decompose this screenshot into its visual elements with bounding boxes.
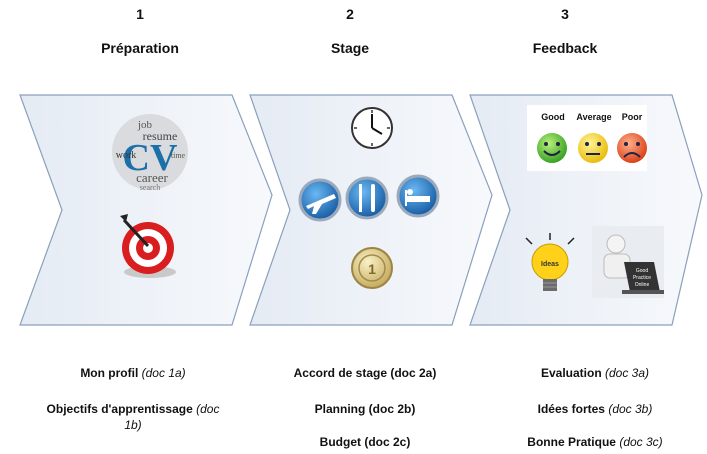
svg-text:work: work bbox=[116, 150, 137, 161]
fork-knife-icon bbox=[345, 176, 389, 220]
step-2-number: 2 bbox=[346, 6, 354, 22]
target-dart-icon bbox=[120, 214, 176, 278]
step-1-number: 1 bbox=[136, 6, 144, 22]
svg-text:CV: CV bbox=[123, 137, 178, 179]
step-1-item-1-label: Mon profil bbox=[80, 366, 139, 380]
good-practice-laptop-icon: Good Practice Online bbox=[592, 226, 664, 298]
svg-text:Online: Online bbox=[635, 282, 650, 288]
step-3-number: 3 bbox=[561, 6, 569, 22]
airplane-icon bbox=[298, 178, 342, 222]
step-2-title: Stage bbox=[330, 40, 370, 56]
step-3-item-3-label: Bonne Pratique bbox=[527, 435, 616, 449]
svg-text:Ideas: Ideas bbox=[541, 261, 559, 268]
step-3-title: Feedback bbox=[532, 40, 598, 56]
euro-coin-icon: 1 bbox=[351, 247, 393, 289]
step-3-item-1-label: Evaluation bbox=[540, 366, 602, 380]
step-3-item-1: Evaluation (doc 3a) bbox=[500, 365, 690, 381]
step-2-item-3: Budget (doc 2c) bbox=[319, 435, 411, 449]
lightbulb-ideas-icon: Ideas bbox=[525, 233, 575, 291]
chevron-step-1 bbox=[19, 94, 273, 326]
step-1-item-1: Mon profil (doc 1a) bbox=[38, 365, 228, 381]
step-1-item-2-label: Objectifs d'apprentissage bbox=[46, 402, 193, 416]
step-3-item-3: Bonne Pratique (doc 3c) bbox=[500, 434, 690, 450]
svg-text:time: time bbox=[171, 151, 186, 160]
step-1-title: Préparation bbox=[101, 40, 179, 56]
svg-text:career: career bbox=[136, 170, 168, 185]
step-2-item-1: Accord de stage (doc 2a) bbox=[293, 366, 437, 380]
step-1-item-2: Objectifs d'apprentissage (doc 1b) bbox=[38, 401, 228, 433]
step-3-item-2-label: Idées fortes bbox=[537, 402, 605, 416]
svg-text:Good: Good bbox=[636, 268, 648, 274]
step-3-item-1-ref: (doc 3a) bbox=[605, 366, 650, 380]
step-1-item-2-ref: (doc 1b) bbox=[124, 402, 220, 432]
step-3-item-2-ref: (doc 3b) bbox=[608, 402, 653, 416]
svg-text:Average: Average bbox=[576, 112, 611, 122]
svg-text:search: search bbox=[140, 183, 160, 192]
clock-icon bbox=[351, 107, 393, 149]
step-3-item-3-ref: (doc 3c) bbox=[619, 435, 663, 449]
svg-text:job: job bbox=[137, 119, 153, 131]
svg-text:Poor: Poor bbox=[622, 112, 643, 122]
svg-text:Good: Good bbox=[541, 112, 565, 122]
step-2-item-2: Planning (doc 2b) bbox=[314, 402, 416, 416]
cv-word-cloud-icon: CV job resume work career time search bbox=[112, 114, 188, 192]
svg-text:resume: resume bbox=[143, 129, 178, 143]
svg-text:1: 1 bbox=[368, 261, 376, 277]
svg-text:Practice: Practice bbox=[633, 275, 651, 281]
smiley-rating-icon: Good Average Poor bbox=[527, 105, 647, 171]
step-1-item-1-ref: (doc 1a) bbox=[141, 366, 186, 380]
step-3-item-2: Idées fortes (doc 3b) bbox=[500, 401, 690, 417]
bed-icon bbox=[396, 174, 440, 218]
